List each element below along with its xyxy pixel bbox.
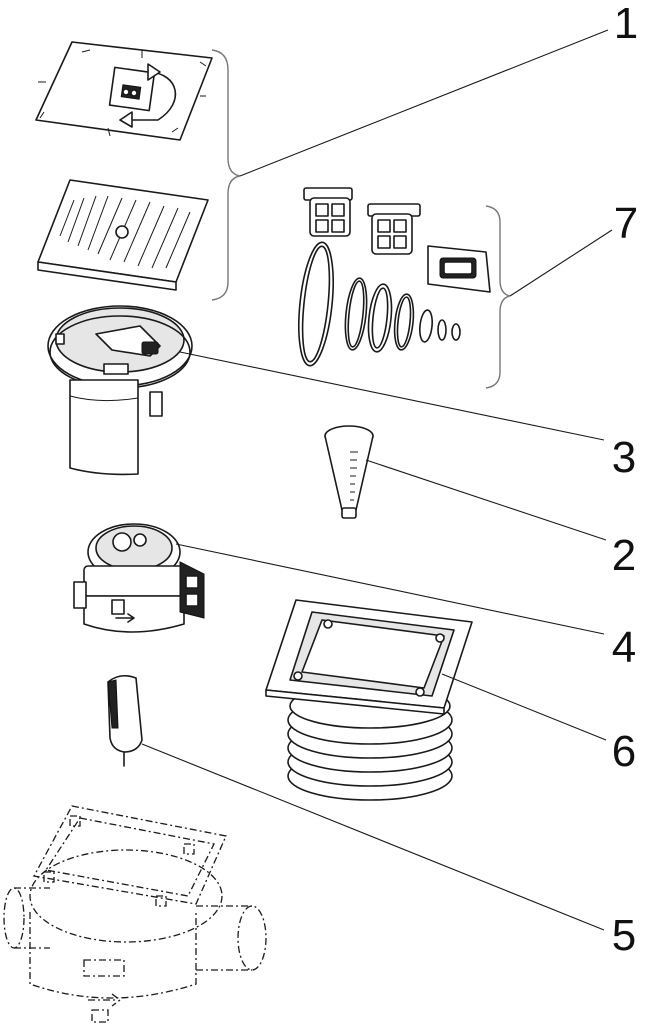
cover-plate-part bbox=[35, 41, 213, 141]
leader-line-2 bbox=[365, 459, 607, 541]
leader-line-1 bbox=[239, 29, 609, 177]
backflow-valve-part bbox=[73, 523, 205, 633]
funnel-part bbox=[324, 425, 374, 519]
callout-2: 2 bbox=[611, 531, 637, 580]
leader-line-7 bbox=[509, 229, 613, 297]
callout-7: 7 bbox=[613, 199, 639, 248]
seal-set-part bbox=[298, 187, 491, 367]
odour-trap-insert-part bbox=[47, 305, 193, 476]
leader-line-3 bbox=[179, 351, 605, 441]
leader-line-4 bbox=[175, 543, 605, 635]
callout-6: 6 bbox=[611, 727, 637, 776]
callout-5: 5 bbox=[611, 911, 637, 960]
drain-body-outline bbox=[3, 805, 267, 1023]
callout-4: 4 bbox=[611, 623, 637, 672]
grate-part bbox=[37, 179, 209, 291]
leader-line-5 bbox=[141, 743, 605, 931]
frame-with-bellows-part bbox=[265, 599, 473, 801]
leader-line-6 bbox=[441, 673, 607, 741]
group-brace-7 bbox=[485, 205, 511, 389]
callout-1: 1 bbox=[613, 0, 639, 48]
group-brace-1 bbox=[211, 49, 241, 301]
float-part bbox=[107, 674, 143, 767]
callout-3: 3 bbox=[611, 433, 637, 482]
